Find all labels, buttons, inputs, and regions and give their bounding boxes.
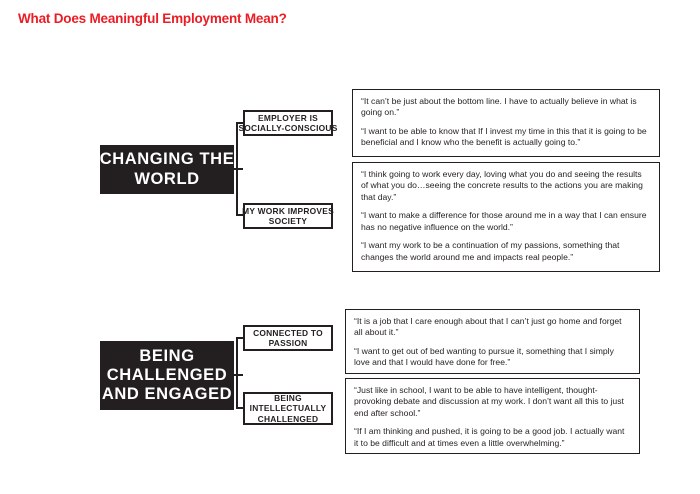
quote-box-being-intellectually-challenged: “Just like in school, I want to be able … <box>345 378 640 454</box>
quote-text: “It is a job that I care enough about th… <box>354 316 622 338</box>
subcategory-label-line: EMPLOYER IS <box>258 112 318 123</box>
theme-label-line: WORLD <box>134 169 200 188</box>
quote-text: “I want my work to be a continuation of … <box>361 240 620 262</box>
subcategory-label-line: PASSION <box>268 338 308 348</box>
quote-box-my-work-improves-society: “I think going to work every day, loving… <box>352 162 660 272</box>
quote-text: “I want to make a difference for those a… <box>361 210 647 232</box>
quote-box-connected-to-passion: “It is a job that I care enough about th… <box>345 309 640 374</box>
quote-text: “I want to get out of bed wanting to pur… <box>354 345 614 368</box>
connector-spine-2 <box>236 337 239 409</box>
subcategory-box-connected-to-passion: CONNECTED TO PASSION <box>243 325 333 351</box>
subcategory-label-line: CHALLENGED <box>257 413 319 424</box>
subcategory-box-being-intellectually-challenged: BEING INTELLECTUALLY CHALLENGED <box>243 392 333 425</box>
subcategory-box-my-work-improves-society: MY WORK IMPROVES SOCIETY <box>242 203 334 229</box>
connector-branch-passion <box>236 337 245 340</box>
connector-branch-employer <box>236 122 245 125</box>
theme-label-line: BEING <box>139 346 195 365</box>
subcategory-label-line: BEING <box>274 392 302 403</box>
subcategory-label-line: CONNECTED TO <box>253 327 323 338</box>
quote-text: “If I am thinking and pushed, it is goin… <box>354 426 625 448</box>
connector-branch-society <box>236 214 245 217</box>
subcategory-box-employer-socially-conscious: EMPLOYER IS SOCIALLY-CONSCIOUS <box>238 110 337 136</box>
subcategory-label-line: INTELLECTUALLY <box>249 403 327 414</box>
connector-branch-intellect <box>236 407 245 410</box>
connector-spine-1 <box>236 122 239 216</box>
quote-text: “I think going to work every day, loving… <box>361 169 643 202</box>
connector-stub-theme-1 <box>234 168 243 171</box>
subcategory-label-line: SOCIALLY-CONSCIOUS <box>238 123 338 133</box>
theme-box-being-challenged-and-engaged: BEING CHALLENGED AND ENGAGED <box>100 341 234 410</box>
quote-text: “Just like in school, I want to be able … <box>354 385 624 418</box>
page-title: What Does Meaningful Employment Mean? <box>18 11 287 26</box>
theme-box-changing-the-world: CHANGING THE WORLD <box>100 145 234 194</box>
quote-text: “I want to be able to know that If I inv… <box>361 125 647 148</box>
theme-label-line: AND ENGAGED <box>101 385 233 404</box>
subcategory-label-line: MY WORK IMPROVES <box>242 205 334 216</box>
theme-label-line: CHALLENGED <box>106 365 228 384</box>
subcategory-label-line: SOCIETY <box>268 216 308 226</box>
quote-box-employer-socially-conscious: “It can’t be just about the bottom line.… <box>352 89 660 157</box>
theme-label-line: CHANGING THE <box>99 150 235 169</box>
quote-text: “It can’t be just about the bottom line.… <box>361 96 637 118</box>
connector-stub-theme-2 <box>234 374 243 377</box>
